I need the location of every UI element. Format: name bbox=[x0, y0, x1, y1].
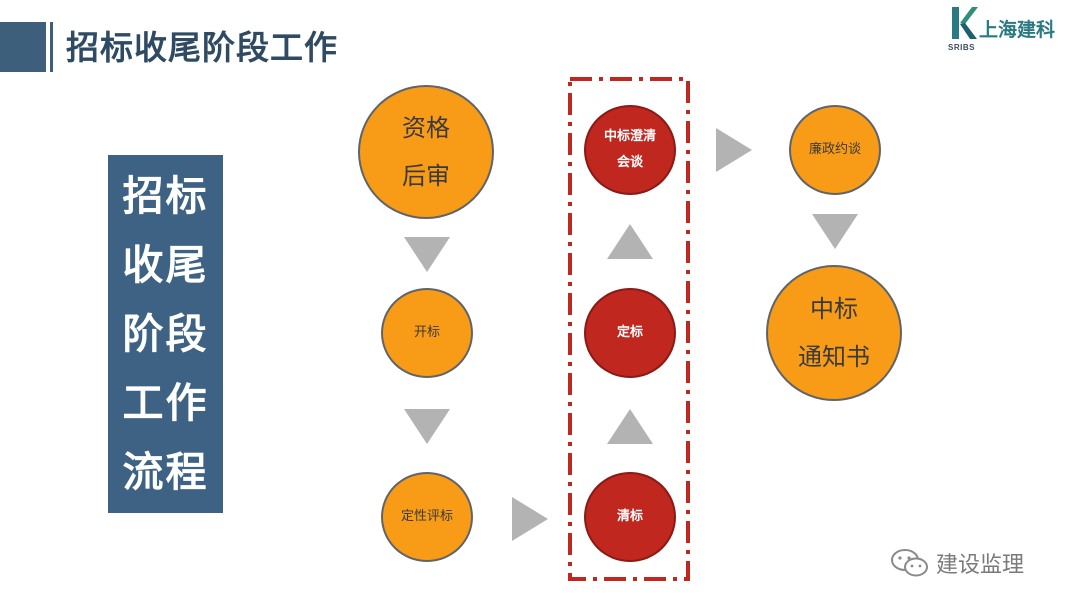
highlight-dashed-box bbox=[568, 77, 690, 581]
logo-name: 上海建科 bbox=[979, 19, 1056, 41]
wechat-icon bbox=[891, 549, 928, 577]
node-bid-clarification: 清标 bbox=[584, 472, 676, 562]
node-label: 定性评标 bbox=[400, 509, 453, 524]
node-qualitative-evaluation: 定性评标 bbox=[381, 472, 473, 562]
watermark: 建设监理 bbox=[890, 545, 1060, 579]
node-label: 开标 bbox=[413, 325, 440, 340]
node-label: 廉政约谈 bbox=[808, 142, 861, 157]
header-accent-rule bbox=[50, 22, 53, 72]
arrow-right-icon bbox=[512, 497, 548, 541]
node-award-notice: 中标 通知书 bbox=[766, 265, 902, 401]
node-integrity-talk: 廉政约谈 bbox=[789, 105, 881, 195]
node-label: 后审 bbox=[402, 162, 450, 190]
arrow-up-icon bbox=[607, 224, 653, 259]
side-label-line: 收尾 bbox=[122, 240, 209, 289]
company-logo: 上海建科 SRIBS bbox=[948, 5, 1078, 53]
node-label: 中标 bbox=[810, 295, 858, 323]
logo-mark-icon bbox=[952, 7, 978, 39]
side-label-line: 流程 bbox=[122, 447, 209, 496]
arrow-down-icon bbox=[812, 214, 858, 249]
arrow-down-icon bbox=[404, 409, 450, 444]
node-bid-determination: 定标 bbox=[584, 288, 676, 378]
node-qualification-review: 资格 后审 bbox=[358, 85, 494, 219]
arrow-down-icon bbox=[404, 237, 450, 272]
node-label: 通知书 bbox=[798, 343, 870, 371]
side-label-line: 工作 bbox=[122, 378, 209, 427]
side-label-line: 招标 bbox=[122, 171, 209, 220]
page-title: 招标收尾阶段工作 bbox=[66, 28, 338, 67]
header-accent-block bbox=[0, 22, 46, 72]
node-label: 资格 bbox=[402, 114, 450, 142]
node-label: 中标澄清 bbox=[603, 129, 656, 144]
arrow-up-icon bbox=[607, 409, 653, 444]
node-label: 清标 bbox=[616, 509, 643, 524]
side-label-line: 阶段 bbox=[122, 309, 209, 358]
node-label: 会谈 bbox=[616, 155, 643, 170]
node-label: 定标 bbox=[616, 325, 643, 340]
node-bid-opening: 开标 bbox=[381, 288, 473, 378]
process-side-label: 招标 收尾 阶段 工作 流程 bbox=[108, 155, 223, 513]
watermark-text: 建设监理 bbox=[936, 553, 1025, 578]
logo-subtitle: SRIBS bbox=[948, 43, 975, 52]
arrow-right-icon bbox=[716, 128, 752, 172]
node-winner-clarification-talk: 中标澄清 会谈 bbox=[584, 105, 676, 195]
